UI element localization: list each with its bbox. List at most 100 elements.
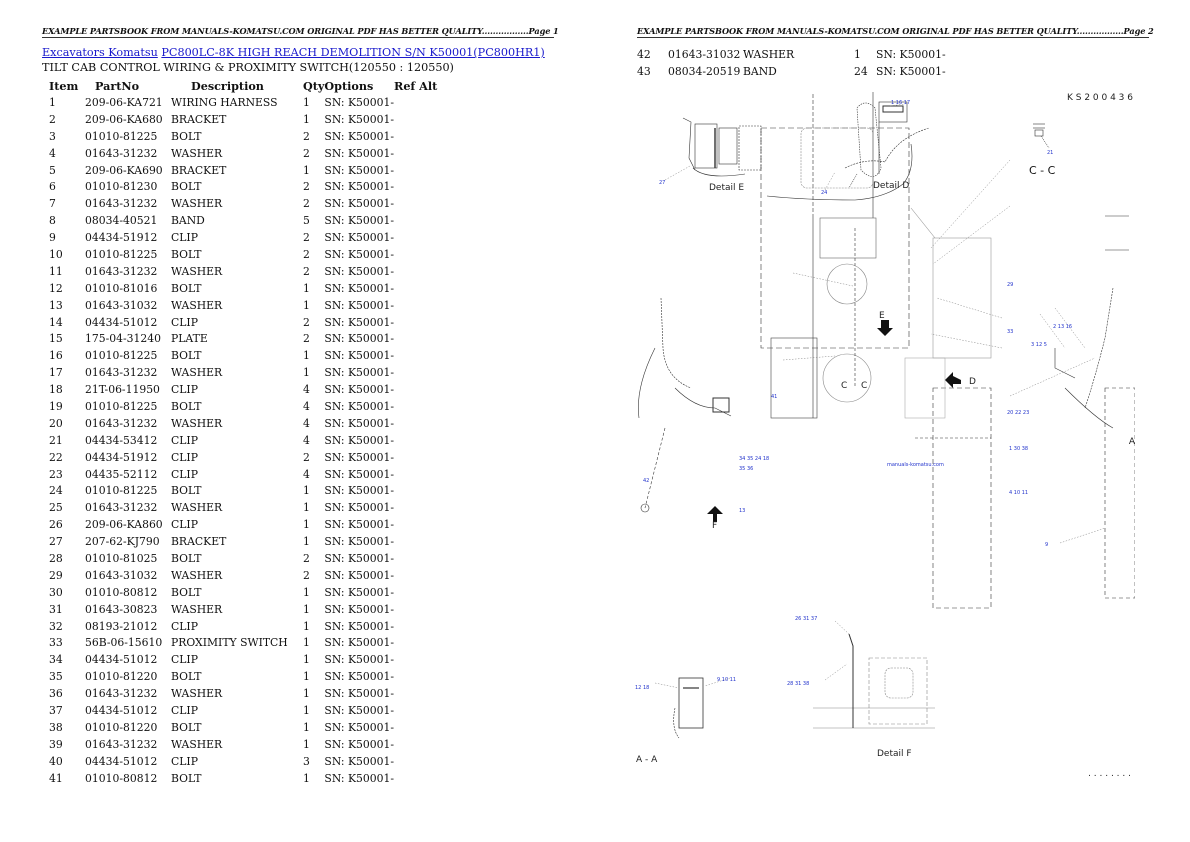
ref-alt-cell: [394, 432, 444, 449]
quantity-cell: 1: [303, 518, 310, 532]
part-number-cell: 01010-81025: [85, 551, 158, 565]
item-number-cell: 9: [49, 231, 56, 245]
item-number-cell: 29: [49, 568, 63, 582]
quantity-cell: 4: [303, 467, 310, 481]
model-link[interactable]: PC800LC-8K HIGH REACH DEMOLITION S/N K50…: [161, 46, 545, 59]
item-number-cell: 17: [49, 366, 63, 380]
section-cc-drawing: [1033, 123, 1050, 149]
ref-alt-cell: [394, 550, 444, 567]
ref-alt-cell: [394, 685, 444, 702]
part-number-cell: 01643-30823: [85, 602, 158, 616]
part-number-cell: 01643-31032: [85, 298, 158, 312]
item-number-cell: 21: [49, 433, 63, 447]
part-number-cell: 01643-31032: [668, 47, 741, 61]
quantity-cell: 2: [303, 146, 310, 160]
description-cell: CLIP: [171, 383, 198, 397]
item-number-cell: 26: [49, 518, 63, 532]
drawing-id: K S 2 0 0 4 3 6: [1067, 93, 1133, 103]
item-number-cell: 6: [49, 180, 56, 194]
options-cell: SN: K50001-: [324, 518, 395, 532]
quantity-cell: 1: [303, 636, 310, 650]
description-cell: WASHER: [171, 737, 223, 751]
description-cell: PROXIMITY SWITCH: [171, 636, 288, 650]
description-cell: CLIP: [171, 754, 198, 768]
description-cell: CLIP: [171, 450, 198, 464]
callout: 1 16 17: [891, 100, 910, 106]
options-cell: SN: K50001-: [324, 535, 395, 549]
description-cell: BOLT: [171, 551, 202, 565]
quantity-cell: 3: [303, 754, 310, 768]
page-header: EXAMPLE PARTSBOOK FROM MANUALS-KOMATSU.C…: [637, 26, 1154, 36]
detail-d-drawing: [848, 101, 908, 189]
ref-alt-cell: [394, 651, 444, 668]
quantity-cell: 1: [303, 585, 310, 599]
description-cell: PLATE: [171, 332, 208, 346]
item-number-cell: 11: [49, 264, 63, 278]
options-cell: SN: K50001-: [324, 247, 395, 261]
leader-lines: [654, 103, 1106, 689]
description-cell: BOLT: [171, 720, 202, 734]
part-number-cell: 175-04-31240: [85, 332, 161, 346]
description-cell: WIRING HARNESS: [171, 95, 278, 109]
options-cell: SN: K50001-: [324, 771, 395, 785]
options-cell: SN: K50001-: [324, 146, 395, 160]
item-number-cell: 16: [49, 349, 63, 363]
ref-alt-cell: [394, 128, 444, 145]
options-cell: SN: K50001-: [324, 551, 395, 565]
part-number-cell: 209-06-KA721: [85, 95, 163, 109]
footer-dots: . . . . . . . .: [1088, 769, 1131, 779]
part-number-cell: 01643-31232: [85, 687, 158, 701]
options-cell: SN: K50001-: [876, 47, 946, 61]
item-number-cell: 28: [49, 551, 63, 565]
callout: 24: [821, 190, 827, 196]
item-number-cell: 42: [637, 47, 651, 61]
description-cell: CLIP: [171, 467, 198, 481]
options-cell: SN: K50001-: [324, 349, 395, 363]
item-number-cell: 35: [49, 670, 63, 684]
callout: 42: [643, 478, 649, 484]
part-number-cell: 01643-31232: [85, 416, 158, 430]
ref-alt-cell: [394, 195, 444, 212]
description-cell: CLIP: [171, 433, 198, 447]
ref-alt-cell: [394, 263, 444, 280]
ref-alt-cell: [394, 482, 444, 499]
category-link[interactable]: Excavators Komatsu: [42, 46, 158, 59]
options-cell: SN: K50001-: [324, 467, 395, 481]
quantity-cell: 1: [303, 349, 310, 363]
part-number-cell: 08193-21012: [85, 619, 158, 633]
options-cell: SN: K50001-: [324, 433, 395, 447]
quantity-cell: 4: [303, 416, 310, 430]
part-number-cell: 21T-06-11950: [85, 383, 160, 397]
description-cell: WASHER: [171, 602, 223, 616]
options-cell: SN: K50001-: [324, 450, 395, 464]
quantity-cell: 1: [303, 771, 310, 785]
options-cell: SN: K50001-: [324, 636, 395, 650]
header-divider: [637, 37, 1149, 38]
exploded-parts-diagram: Detail E Detail D C - C A - A Detail F E…: [635, 92, 1135, 779]
item-number-cell: 10: [49, 247, 63, 261]
options-cell: SN: K50001-: [324, 112, 395, 126]
description-cell: CLIP: [171, 231, 198, 245]
quantity-cell: 1: [303, 484, 310, 498]
options-cell: SN: K50001-: [324, 568, 395, 582]
ref-alt-cell: [394, 297, 444, 314]
detail-e-drawing: [682, 117, 762, 177]
view-arrows: [707, 320, 961, 522]
quantity-cell: 1: [303, 501, 310, 515]
description-cell: WASHER: [171, 501, 223, 515]
part-number-cell: 04434-53412: [85, 433, 158, 447]
ref-alt-cell: [394, 753, 444, 770]
